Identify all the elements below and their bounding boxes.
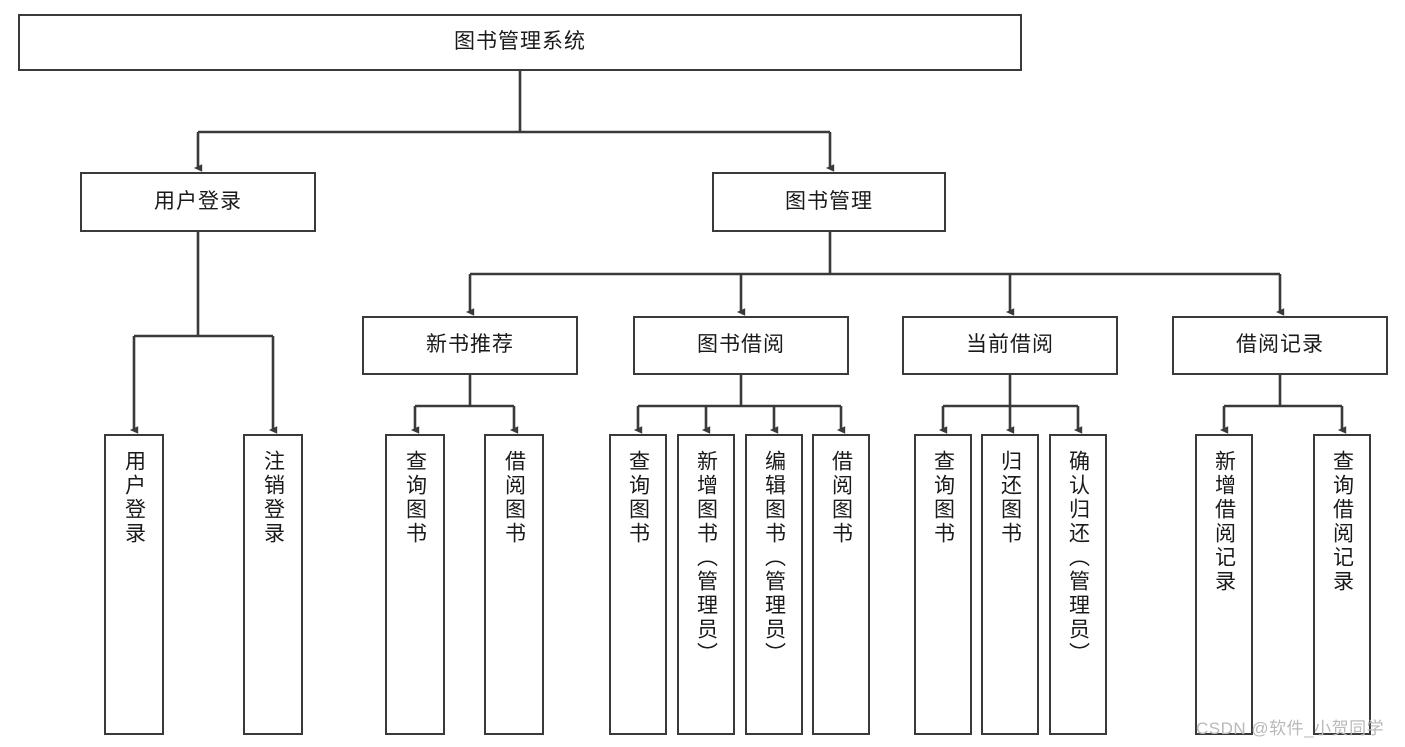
node-new-book-recommend-label: 新书推荐 xyxy=(426,333,514,357)
node-leaf-user-login-label: 用户登录 xyxy=(122,450,146,546)
node-leaf-confirm-return-admin[interactable]: 确认归还（管理员） xyxy=(1049,434,1107,735)
node-leaf-borrow-book-2-label: 借阅图书 xyxy=(829,450,853,546)
node-user-login[interactable]: 用户登录 xyxy=(80,172,316,232)
node-leaf-query-book-1-label: 查询图书 xyxy=(403,450,427,546)
node-leaf-query-book-2-label: 查询图书 xyxy=(626,450,650,546)
node-leaf-borrow-book-1-label: 借阅图书 xyxy=(502,450,526,546)
node-current-borrow[interactable]: 当前借阅 xyxy=(902,316,1118,375)
node-leaf-edit-book-admin[interactable]: 编辑图书（管理员） xyxy=(745,434,803,735)
node-leaf-add-borrow-record[interactable]: 新增借阅记录 xyxy=(1195,434,1253,735)
node-leaf-query-book-1[interactable]: 查询图书 xyxy=(385,434,445,735)
node-leaf-user-logout-label: 注销登录 xyxy=(261,450,285,546)
node-leaf-borrow-book-1[interactable]: 借阅图书 xyxy=(484,434,544,735)
node-new-book-recommend[interactable]: 新书推荐 xyxy=(362,316,578,375)
node-leaf-edit-book-admin-label: 编辑图书（管理员） xyxy=(762,450,786,666)
node-book-borrow-label: 图书借阅 xyxy=(697,333,785,357)
node-leaf-query-book-3-label: 查询图书 xyxy=(931,450,955,546)
node-leaf-query-book-2[interactable]: 查询图书 xyxy=(609,434,667,735)
node-leaf-add-book-admin-label: 新增图书（管理员） xyxy=(694,450,718,666)
node-root-label: 图书管理系统 xyxy=(454,30,586,54)
node-leaf-borrow-book-2[interactable]: 借阅图书 xyxy=(812,434,870,735)
node-borrow-record[interactable]: 借阅记录 xyxy=(1172,316,1388,375)
node-leaf-return-book-label: 归还图书 xyxy=(998,450,1022,546)
node-leaf-user-logout[interactable]: 注销登录 xyxy=(243,434,303,735)
node-leaf-add-borrow-record-label: 新增借阅记录 xyxy=(1212,450,1236,594)
node-leaf-confirm-return-admin-label: 确认归还（管理员） xyxy=(1066,450,1090,666)
node-leaf-add-book-admin[interactable]: 新增图书（管理员） xyxy=(677,434,735,735)
node-book-manage[interactable]: 图书管理 xyxy=(712,172,946,232)
node-book-borrow[interactable]: 图书借阅 xyxy=(633,316,849,375)
node-root[interactable]: 图书管理系统 xyxy=(18,14,1022,71)
node-book-manage-label: 图书管理 xyxy=(785,189,873,213)
node-leaf-user-login[interactable]: 用户登录 xyxy=(104,434,164,735)
node-leaf-return-book[interactable]: 归还图书 xyxy=(981,434,1039,735)
node-leaf-query-borrow-record[interactable]: 查询借阅记录 xyxy=(1313,434,1371,735)
node-leaf-query-borrow-record-label: 查询借阅记录 xyxy=(1330,450,1354,594)
csdn-watermark: CSDN @软件_小贺同学 xyxy=(1196,719,1385,738)
node-user-login-label: 用户登录 xyxy=(154,189,242,213)
node-leaf-query-book-3[interactable]: 查询图书 xyxy=(914,434,972,735)
node-current-borrow-label: 当前借阅 xyxy=(966,333,1054,357)
node-borrow-record-label: 借阅记录 xyxy=(1236,333,1324,357)
